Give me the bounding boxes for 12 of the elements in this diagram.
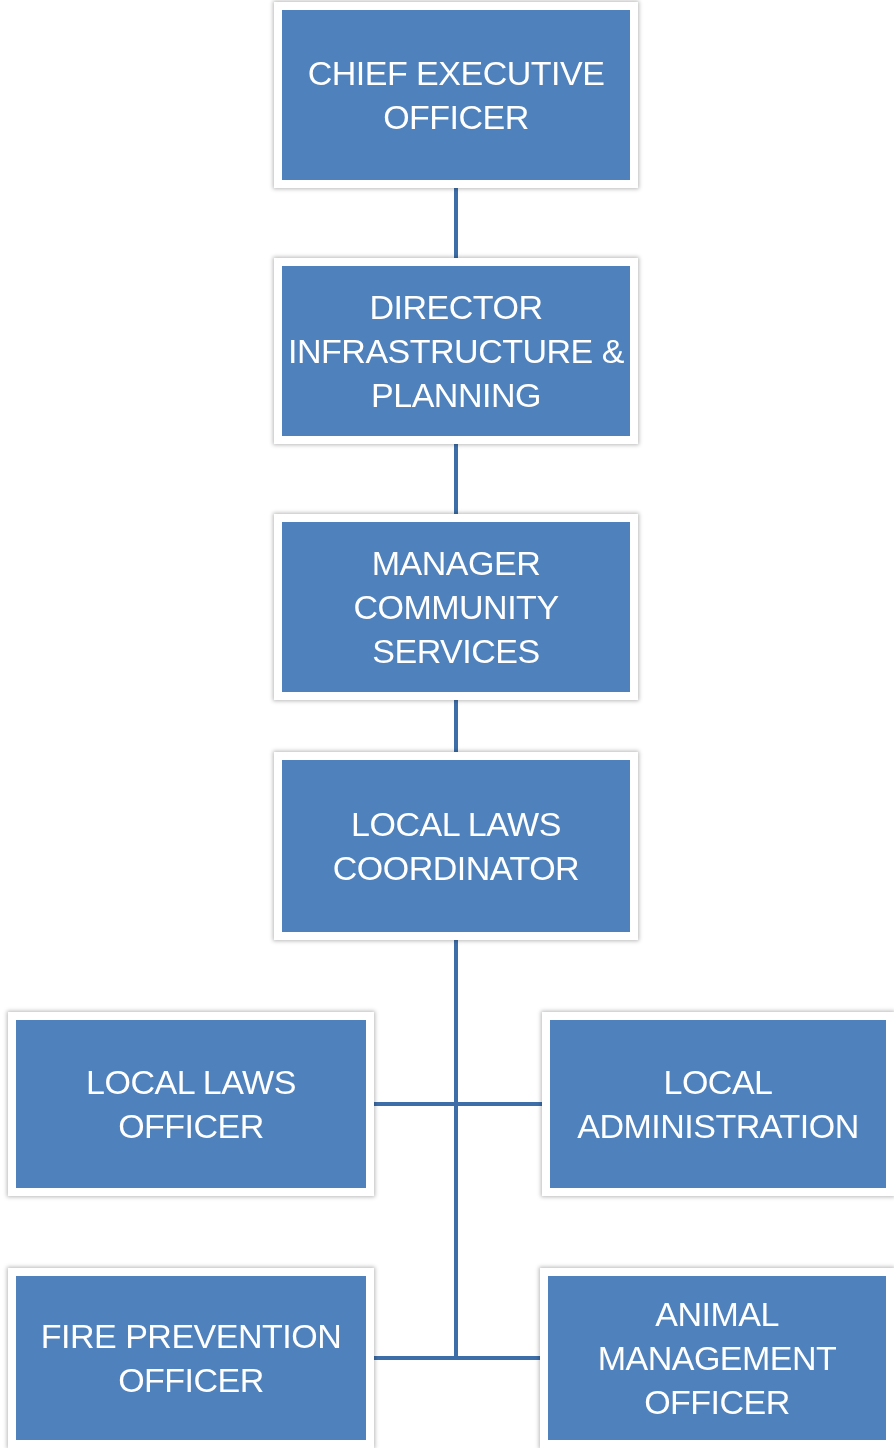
connector-line (454, 444, 458, 514)
role-title: LOCAL ADMINISTRATION (576, 1061, 860, 1147)
role-title: LOCAL LAWS COORDINATOR (331, 803, 581, 889)
role-title: LOCAL LAWS OFFICER (85, 1061, 297, 1147)
role-title: DIRECTOR INFRASTRUCTURE & PLANNING (287, 286, 625, 417)
role-title: ANIMAL MANAGEMENT OFFICER (596, 1293, 838, 1424)
connector-line (454, 188, 458, 258)
connector-line (454, 940, 540, 1360)
role-title: MANAGER COMMUNITY SERVICES (352, 542, 560, 673)
connector-line (454, 700, 458, 752)
role-title: FIRE PREVENTION OFFICER (39, 1315, 343, 1401)
role-title: CHIEF EXECUTIVE OFFICER (306, 52, 606, 138)
